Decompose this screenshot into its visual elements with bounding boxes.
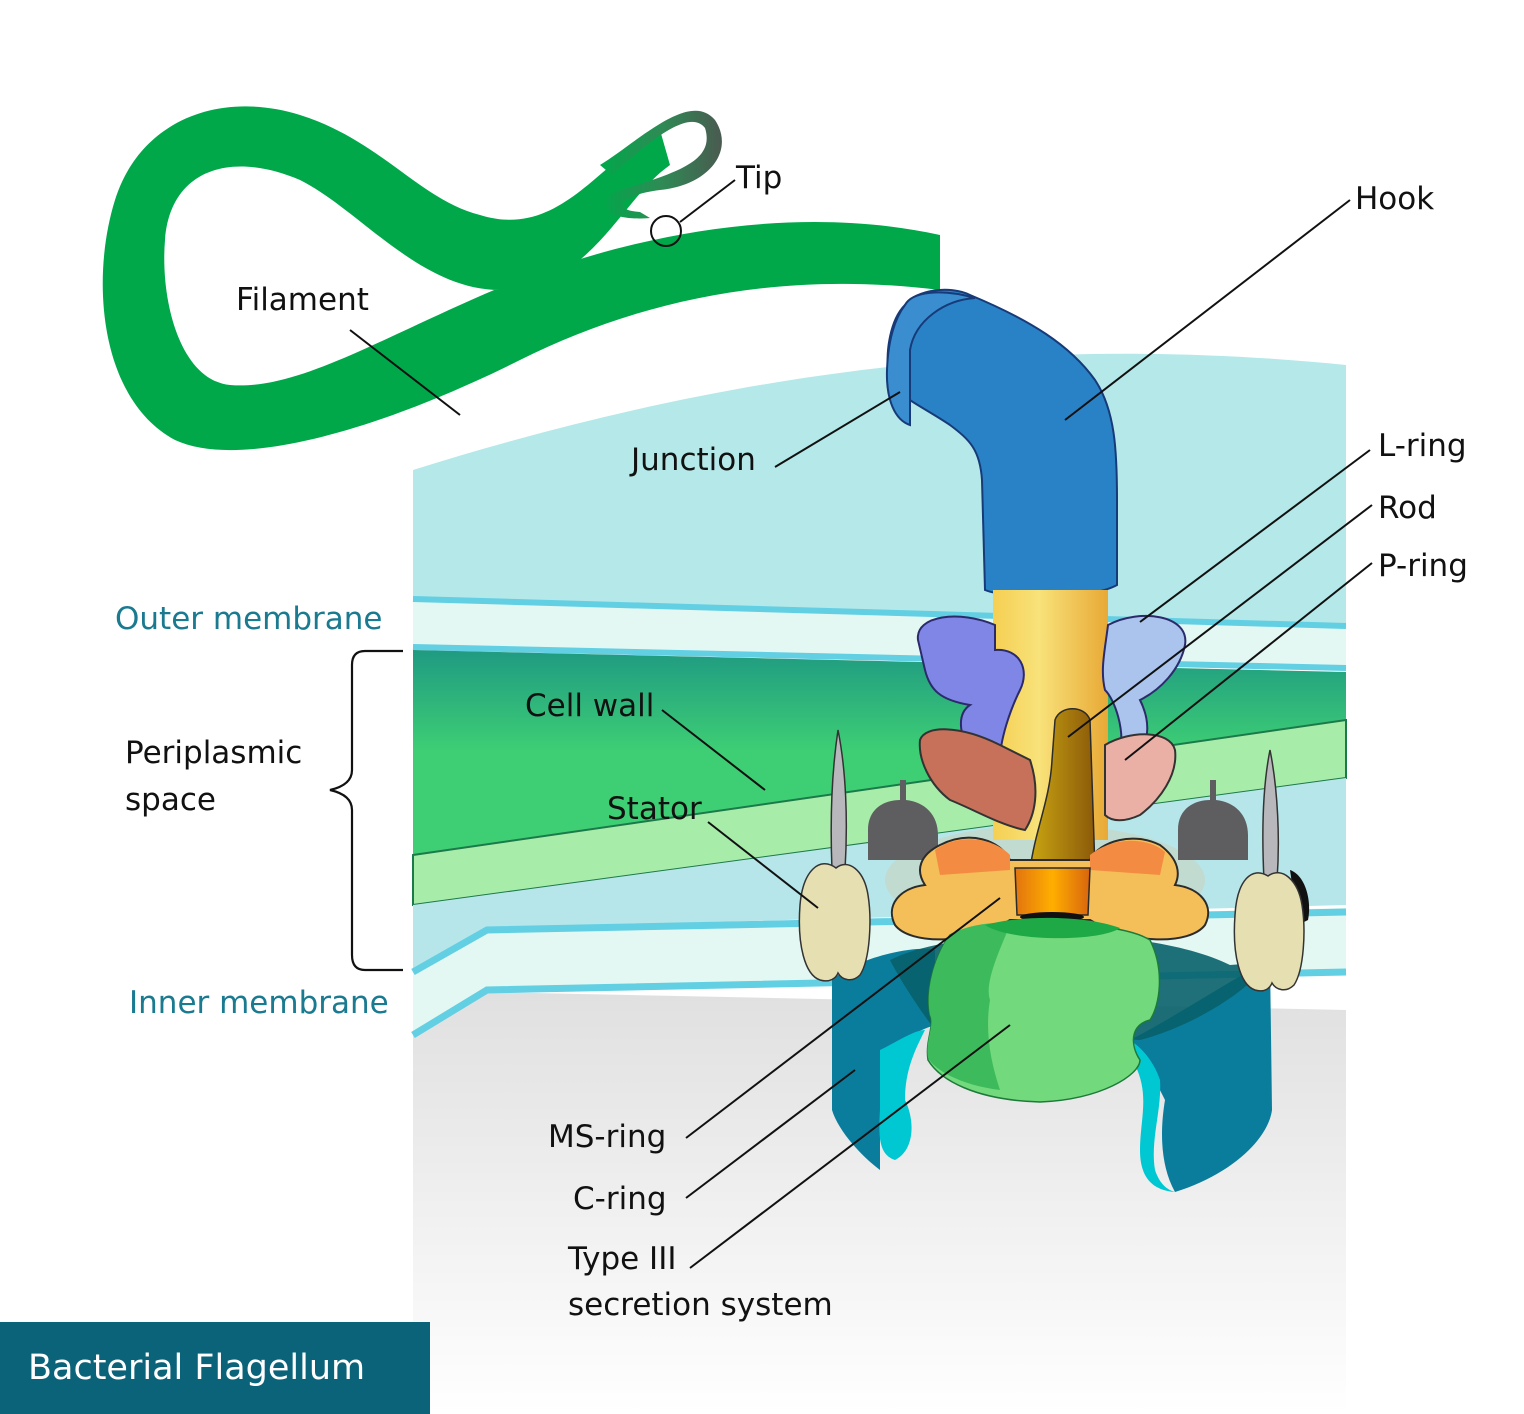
tip-marker-circle [650, 215, 682, 247]
leader-cell-wall [661, 709, 766, 791]
label-junction: Junction [631, 442, 756, 478]
stator-background-left [868, 780, 938, 860]
stator-background-right [1178, 780, 1248, 860]
periplasmic-brace [329, 649, 403, 972]
leader-junction [774, 391, 901, 468]
label-l-ring: L-ring [1378, 428, 1467, 464]
label-rod: Rod [1378, 490, 1437, 526]
label-ms-ring: MS-ring [548, 1119, 667, 1155]
junction [885, 291, 976, 427]
label-c-ring: C-ring [573, 1181, 667, 1217]
basal-body [798, 590, 1310, 1192]
leader-p-ring [1124, 562, 1373, 761]
label-stator: Stator [607, 791, 702, 827]
l-ring-right [1101, 614, 1187, 757]
c-ring-right [1130, 960, 1272, 1192]
extracellular-region [413, 353, 1346, 640]
leader-c-ring [685, 1069, 856, 1199]
stator-left [798, 863, 871, 982]
leader-stator [707, 821, 819, 909]
ms-ring-top-right [1090, 840, 1165, 875]
p-ring-left [918, 728, 1037, 832]
ms-ring-top [935, 839, 1010, 875]
stator-right [1233, 872, 1305, 992]
label-tip: Tip [736, 160, 783, 196]
filament [102, 106, 940, 451]
periplasm [413, 778, 1346, 970]
rod-collar [1014, 867, 1091, 916]
type3-shadow [927, 923, 1010, 1090]
c-ring-right-highlight [1130, 1040, 1175, 1192]
title-bar: Bacterial Flagellum [0, 1322, 430, 1414]
label-periplasmic-space-line1: Periplasmic [125, 735, 303, 771]
outer-membrane-top-line [412, 596, 1347, 629]
leader-ms-ring [685, 897, 1001, 1139]
c-ring-left-highlight [879, 1030, 925, 1160]
filament-tip [600, 110, 722, 219]
leader-tip [679, 179, 736, 223]
label-cell-wall: Cell wall [525, 688, 655, 724]
label-type3-line1: Type III [568, 1241, 677, 1277]
p-ring-right [1104, 733, 1177, 822]
type3-top [985, 917, 1120, 939]
cytoplasm-region [413, 992, 1346, 1414]
leader-hook [1064, 199, 1351, 421]
leader-rod [1067, 504, 1373, 738]
label-filament: Filament [236, 282, 369, 318]
label-type3-line2: secretion system [568, 1287, 833, 1323]
label-p-ring: P-ring [1378, 548, 1468, 584]
outer-membrane-bottom-line [412, 644, 1347, 671]
diagram-title: Bacterial Flagellum [28, 1348, 366, 1388]
leader-filament [349, 329, 461, 416]
label-outer-membrane: Outer membrane [115, 601, 383, 637]
leader-type3 [689, 1024, 1011, 1269]
label-inner-membrane: Inner membrane [129, 985, 389, 1021]
cell-envelope [411, 353, 1347, 1414]
leader-l-ring [1139, 449, 1371, 623]
l-ring-left [916, 615, 1025, 761]
leader-lines [329, 179, 1373, 1269]
label-periplasmic-space-line2: space [125, 782, 216, 818]
label-hook: Hook [1355, 181, 1435, 217]
